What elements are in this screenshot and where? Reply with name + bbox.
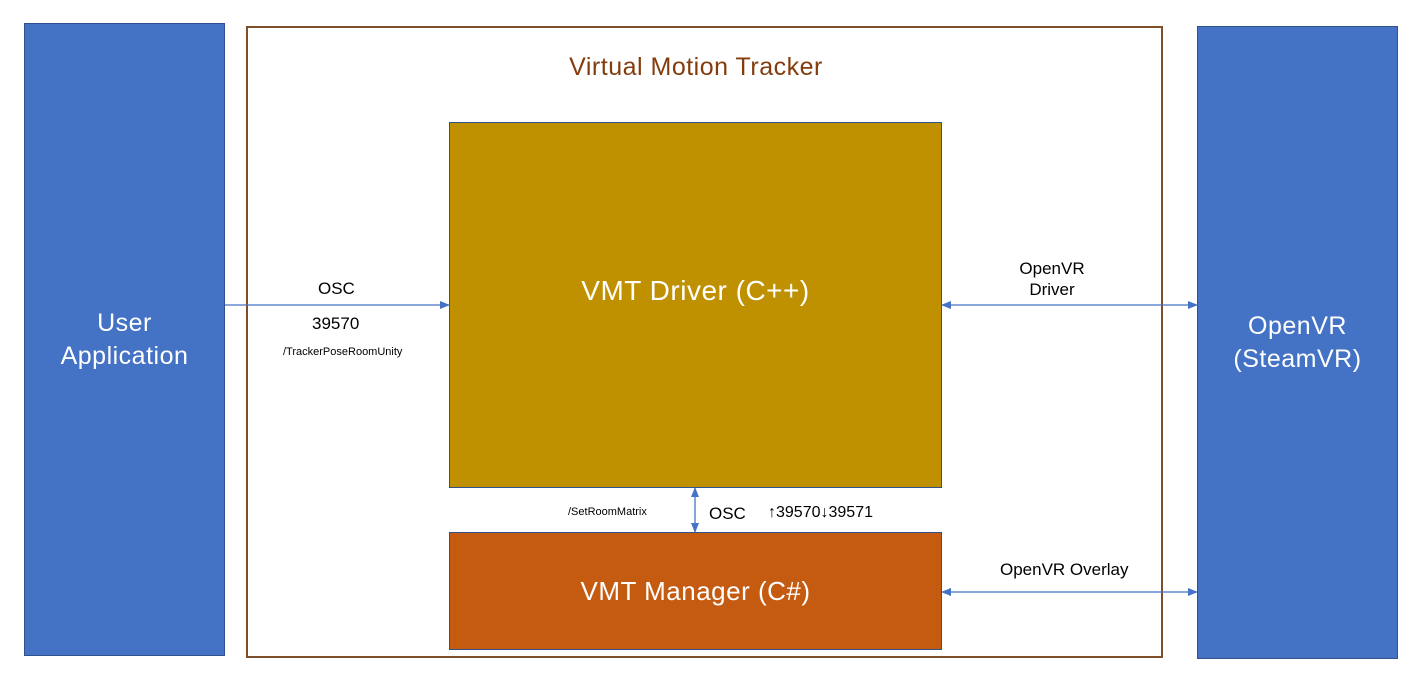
- openvr-steamvr-block: OpenVR (SteamVR): [1197, 26, 1398, 659]
- openvr-driver-label: OpenVR Driver: [1019, 259, 1085, 299]
- virtual-motion-tracker-container: [246, 26, 1163, 658]
- vmt-manager-label: VMT Manager (C#): [580, 575, 811, 606]
- port-label-left: 39570: [312, 314, 360, 333]
- ports-label-middle: ↑39570↓39571: [768, 504, 873, 521]
- set-room-matrix-path-label: /SetRoomMatrix: [568, 506, 647, 518]
- virtual-motion-tracker-title: Virtual Motion Tracker: [569, 53, 823, 81]
- vmt-driver-label: VMT Driver (C++): [581, 274, 810, 306]
- openvr-overlay-label: OpenVR Overlay: [1000, 560, 1129, 579]
- user-application-label: User Application: [60, 308, 189, 370]
- vmt-driver-block: VMT Driver (C++): [449, 122, 942, 488]
- osc-label-left: OSC: [318, 279, 355, 298]
- osc-label-middle: OSC: [709, 504, 746, 523]
- user-application-block: User Application: [24, 23, 225, 656]
- openvr-steamvr-label: OpenVR (SteamVR): [1233, 311, 1362, 373]
- vmt-manager-block: VMT Manager (C#): [449, 532, 942, 650]
- tracker-pose-path-label: /TrackerPoseRoomUnity: [283, 346, 403, 358]
